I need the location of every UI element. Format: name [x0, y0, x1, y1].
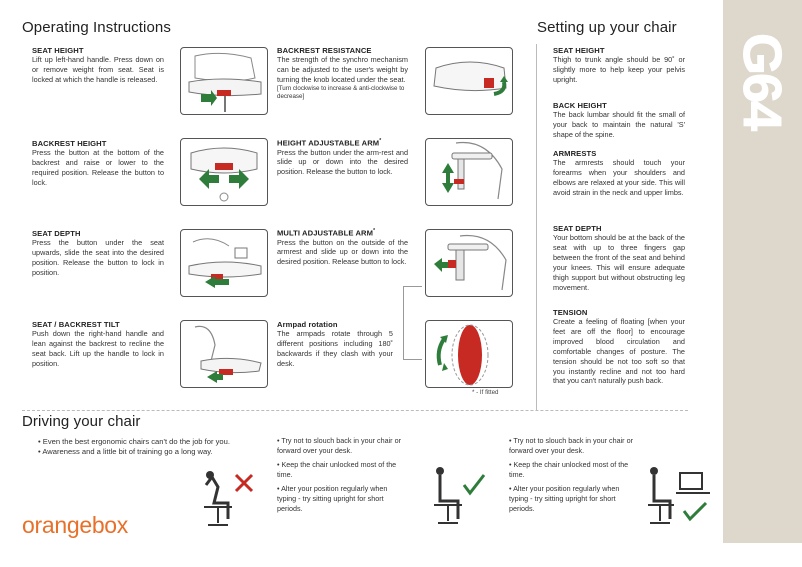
tip-line: • Keep the chair unlocked most of the ti… — [277, 460, 397, 479]
section-body: Press the button under the seat upwards,… — [32, 238, 164, 277]
backrest-height-image — [180, 138, 268, 206]
setup-title: Setting up your chair — [537, 19, 677, 36]
orangebox-logo: orangebox — [22, 512, 128, 538]
op-seat-height: SEAT HEIGHT Lift up left-hand handle. Pr… — [32, 46, 164, 85]
op-multi-arm: MULTI ADJUSTABLE ARM* Press the button o… — [277, 228, 408, 267]
operating-title: Operating Instructions — [22, 19, 171, 36]
seat-tilt-image — [180, 320, 268, 388]
section-heading: SEAT HEIGHT — [32, 46, 84, 55]
section-body: Press the button under the arm-rest and … — [277, 147, 408, 177]
section-body: Push down the right-hand handle and lean… — [32, 329, 164, 368]
section-heading: BACKREST HEIGHT — [32, 139, 107, 148]
section-body: The back lumbar should fit the small of … — [553, 110, 685, 139]
op-seat-depth: SEAT DEPTH Press the button under the se… — [32, 229, 164, 278]
section-heading: ARMRESTS — [553, 149, 597, 158]
section-body: Press the button on the outside of the a… — [277, 237, 408, 267]
section-body: The armpads rotate through 5 different p… — [277, 329, 393, 368]
tip-line: • Try not to slouch back in your chair o… — [509, 436, 633, 455]
op-seat-tilt: SEAT / BACKREST TILT Push down the right… — [32, 320, 164, 369]
setup-armrests: ARMRESTS The armrests should touch your … — [553, 149, 685, 198]
height-arm-image — [425, 138, 513, 206]
seat-depth-image — [180, 229, 268, 297]
op-height-arm: HEIGHT ADJUSTABLE ARM* Press the button … — [277, 138, 408, 177]
driving-title: Driving your chair — [22, 413, 141, 430]
section-heading: SEAT / BACKREST TILT — [32, 320, 120, 329]
bad-posture-image — [194, 467, 264, 531]
op-armpad-rotation: Armpad rotation The armpads rotate throu… — [277, 320, 393, 369]
tip-line: • Alter your position regularly when typ… — [509, 484, 620, 513]
multi-arm-image — [425, 229, 513, 297]
side-band: G64 — [723, 0, 802, 543]
section-heading: Armpad rotation — [277, 320, 338, 329]
section-body: Press the button at the bottom of the ba… — [32, 148, 164, 187]
section-heading: SEAT DEPTH — [553, 224, 602, 233]
intro-line: • Awareness and a little bit of training… — [38, 447, 213, 456]
seat-height-image — [180, 47, 268, 115]
fitted-footnote: * - If fitted — [472, 389, 499, 396]
section-body: Create a feeling of floating [when your … — [553, 317, 685, 386]
setup-tension: TENSION Create a feeling of floating [wh… — [553, 308, 685, 386]
section-heading: SEAT DEPTH — [32, 229, 81, 238]
op-backrest-height: BACKREST HEIGHT Press the button at the … — [32, 139, 164, 188]
backrest-resistance-image — [425, 47, 513, 115]
model-logo: G64 — [732, 33, 793, 130]
setup-seat-depth: SEAT DEPTH Your bottom should be at the … — [553, 224, 685, 292]
armpad-bracket — [403, 286, 422, 360]
section-body: The armrests should touch your forearms … — [553, 158, 685, 197]
section-note: [Turn clockwise to increase & anti-clock… — [277, 84, 405, 100]
driving-tips-a: • Try not to slouch back in your chair o… — [277, 436, 405, 514]
driving-intro: • Even the best ergonomic chairs can't d… — [38, 437, 278, 457]
setup-back-height: BACK HEIGHT The back lumbar should fit t… — [553, 101, 685, 140]
tip-line: • Keep the chair unlocked most of the ti… — [509, 460, 629, 479]
tip-line: • Try not to slouch back in your chair o… — [277, 436, 401, 455]
section-heading: MULTI ADJUSTABLE ARM* — [277, 228, 376, 238]
tip-line: • Alter your position regularly when typ… — [277, 484, 388, 513]
intro-line: • Even the best ergonomic chairs can't d… — [38, 437, 230, 446]
section-divider — [22, 410, 688, 411]
section-body: Your bottom should be at the back of the… — [553, 233, 685, 292]
good-posture-image-b — [640, 465, 714, 529]
section-heading: TENSION — [553, 308, 588, 317]
op-backrest-resistance: BACKREST RESISTANCE The strength of the … — [277, 46, 408, 101]
section-heading: HEIGHT ADJUSTABLE ARM* — [277, 138, 382, 148]
armpad-rotation-image — [425, 320, 513, 388]
lever-highlight — [217, 90, 231, 96]
section-heading: BACK HEIGHT — [553, 101, 607, 110]
section-body: Thigh to trunk angle should be 90˚ or sl… — [553, 55, 685, 84]
section-heading: SEAT HEIGHT — [553, 46, 605, 55]
column-divider — [536, 44, 537, 410]
driving-tips-b: • Try not to slouch back in your chair o… — [509, 436, 637, 514]
section-body: The strength of the synchro mechanism ca… — [277, 55, 408, 84]
good-posture-image-a — [426, 465, 490, 529]
section-heading: BACKREST RESISTANCE — [277, 46, 372, 55]
section-body: Lift up left-hand handle. Press down on … — [32, 55, 164, 84]
setup-seat-height: SEAT HEIGHT Thigh to trunk angle should … — [553, 46, 685, 85]
